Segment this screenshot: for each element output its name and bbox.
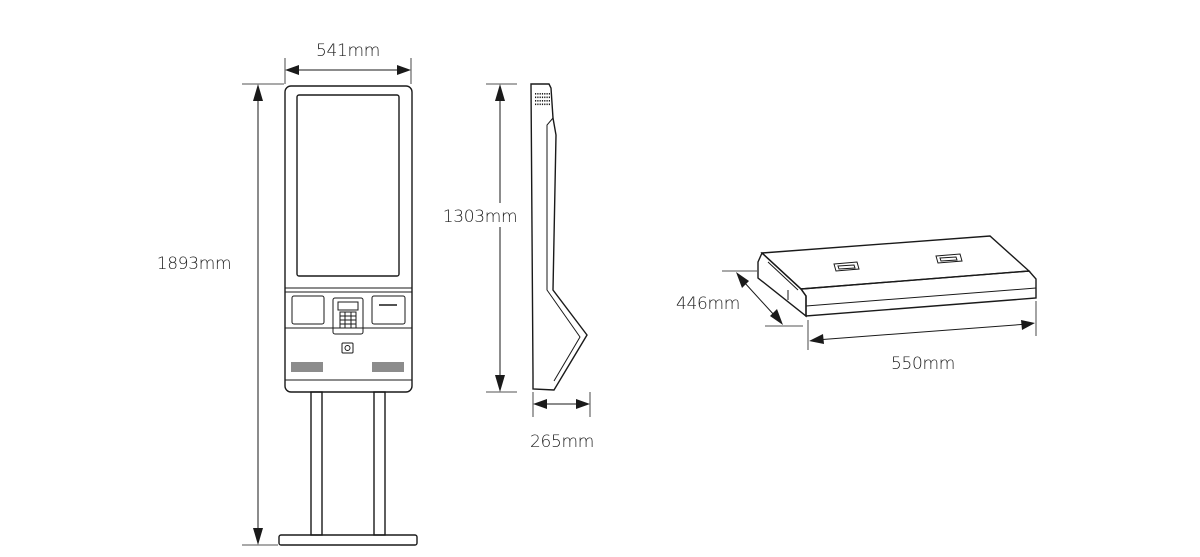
side-inner-line <box>546 117 581 382</box>
card-reader <box>332 297 364 335</box>
front-view <box>278 85 418 546</box>
arrow-right <box>576 399 590 409</box>
arrow-down <box>770 309 783 325</box>
pin-pad-keys <box>339 311 357 329</box>
arrow-right <box>1021 320 1035 330</box>
front-height-dimension: 1893mm <box>150 83 284 546</box>
mount-slot-right <box>935 253 963 264</box>
side-depth-label: 265mm <box>530 432 594 452</box>
base-front-inner-line <box>805 287 1037 307</box>
printer-module <box>371 295 406 325</box>
arrow-down <box>495 375 505 392</box>
arrow-up <box>495 84 505 101</box>
base-depth-label: 446mm <box>676 294 740 314</box>
front-base-plate <box>278 534 418 546</box>
side-profile <box>530 83 588 391</box>
left-module <box>291 295 325 325</box>
side-vent <box>535 93 550 106</box>
front-width-dimension: 541mm <box>284 41 412 84</box>
arrow-left <box>809 334 824 344</box>
arrow-up <box>253 84 263 101</box>
arrow-left <box>533 399 547 409</box>
base-isometric-view <box>757 235 1037 318</box>
speaker-left <box>291 362 323 372</box>
front-screen <box>296 94 400 277</box>
side-depth-dimension: 265mm <box>530 392 594 452</box>
side-height-dimension: 1303mm <box>435 83 525 393</box>
base-width-label: 550mm <box>891 354 955 374</box>
base-depth-dimension: 446mm <box>676 270 803 327</box>
scanner-window <box>341 342 354 354</box>
arrow-down <box>253 528 263 545</box>
scanner-lens <box>344 345 351 351</box>
side-view <box>530 83 588 391</box>
base-front-face <box>799 270 1037 317</box>
arrow-up <box>736 272 749 288</box>
right-leg <box>373 391 386 536</box>
front-width-label: 541mm <box>316 41 380 61</box>
mount-slot-left <box>833 261 860 272</box>
front-height-label: 1893mm <box>157 254 232 274</box>
arrow-left <box>285 65 299 75</box>
left-leg <box>310 391 323 536</box>
card-slot <box>337 301 359 311</box>
base-left-face <box>757 251 807 318</box>
arrow-right <box>397 65 411 75</box>
base-width-dimension: 550mm <box>807 301 1037 374</box>
front-body <box>284 85 413 393</box>
side-height-label: 1303mm <box>443 207 518 227</box>
speaker-right <box>372 362 404 372</box>
base-left-inner-line <box>767 261 799 291</box>
